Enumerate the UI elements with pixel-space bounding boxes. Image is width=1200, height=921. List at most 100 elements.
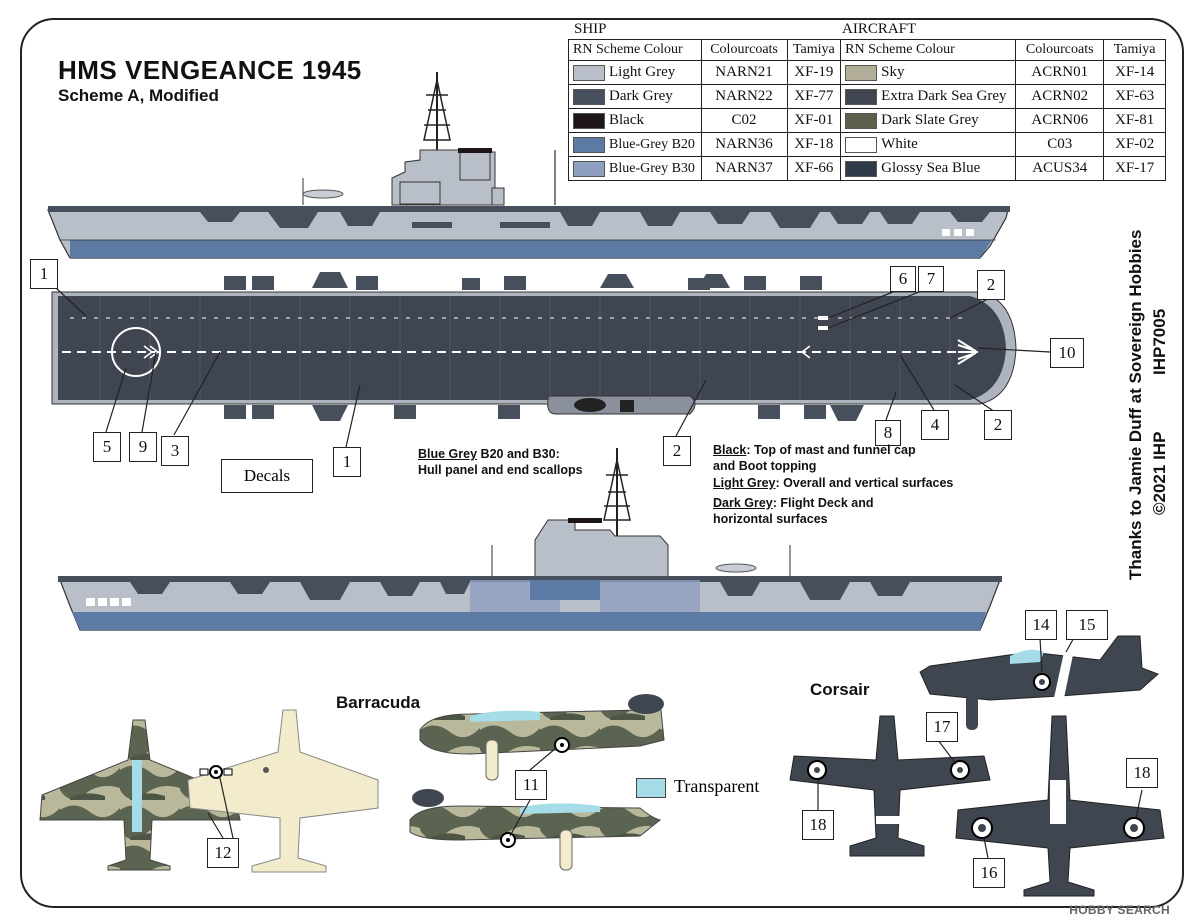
callout-2: 2 xyxy=(977,270,1005,300)
col-tamiya-ship: Tamiya xyxy=(786,39,842,61)
tamiya-code: XF-63 xyxy=(1103,84,1166,109)
colourcoats-code: NARN21 xyxy=(700,60,788,85)
colour-swatch xyxy=(573,88,605,105)
transparent-legend: Transparent xyxy=(636,776,759,798)
callout-7: 7 xyxy=(918,266,944,292)
callout-1b: 1 xyxy=(333,447,361,477)
tamiya-code: XF-66 xyxy=(786,156,842,181)
leader-lines xyxy=(55,287,1143,859)
callout-1: 1 xyxy=(30,259,58,289)
corsair-top-view-left xyxy=(789,715,991,857)
callout-18: 18 xyxy=(802,810,834,840)
note-dark-grey-title: Dark Grey xyxy=(713,496,773,510)
page-title: HMS VENGEANCE 1945 xyxy=(58,55,362,85)
colour-swatch xyxy=(845,136,878,153)
colour-name: Blue-Grey B30 xyxy=(609,161,695,176)
ship-profile-starboard xyxy=(47,72,1010,259)
decals-label: Decals xyxy=(221,459,313,493)
callout-16: 16 xyxy=(973,858,1005,888)
callout-6: 6 xyxy=(890,266,916,292)
paint-row: Blue-Grey B30 NARN37 XF-66 Glossy Sea Bl… xyxy=(568,156,1166,181)
note-light-grey: Light Grey: Overall and vertical surface… xyxy=(713,475,953,491)
note-black: Black: Top of mast and funnel cap and Bo… xyxy=(713,442,916,474)
paint-table: RN Scheme Colour Colourcoats Tamiya RN S… xyxy=(568,39,1166,181)
colour-name: White xyxy=(881,136,918,152)
colour-swatch xyxy=(845,112,878,129)
corsair-label: Corsair xyxy=(810,680,870,699)
note-black-text2: and Boot topping xyxy=(713,459,817,473)
note-blue-grey: Blue Grey B20 and B30: Hull panel and en… xyxy=(418,446,583,478)
credit-thanks: Thanks to Jamie Duff at Sovereign Hobbie… xyxy=(1126,229,1145,580)
barracuda-side-view-upper xyxy=(419,694,665,781)
colourcoats-code: NARN22 xyxy=(700,84,788,109)
note-light-grey-text: : Overall and vertical surfaces xyxy=(775,476,954,490)
note-blue-grey-text: B20 and B30: xyxy=(477,447,560,461)
note-blue-grey-text2: Hull panel and end scallops xyxy=(418,463,583,477)
colour-name: Dark Slate Grey xyxy=(881,112,979,128)
callout-14: 14 xyxy=(1025,610,1057,640)
barracuda-side-view-lower xyxy=(409,789,662,871)
paint-row: Black C02 XF-01 Dark Slate Grey ACRN06 X… xyxy=(568,108,1166,133)
colour-name: Extra Dark Sea Grey xyxy=(881,88,1007,104)
colourcoats-code: ACRN02 xyxy=(1015,84,1105,109)
tamiya-code: XF-17 xyxy=(1103,156,1166,181)
note-dark-grey-text: : Flight Deck and xyxy=(772,496,874,510)
watermark: HOBBY SEARCH xyxy=(1069,903,1170,917)
colourcoats-code: NARN37 xyxy=(700,156,788,181)
tamiya-code: XF-01 xyxy=(786,108,842,133)
barracuda-underside-view xyxy=(187,709,379,873)
colourcoats-code: C03 xyxy=(1015,132,1105,157)
colourcoats-code: C02 xyxy=(700,108,788,133)
credit-product-code: IHP7005 xyxy=(1150,308,1169,375)
callout-15: 15 xyxy=(1066,610,1108,640)
colourcoats-code: ACRN06 xyxy=(1015,108,1105,133)
corsair-top-view-right xyxy=(955,715,1165,897)
page-subtitle: Scheme A, Modified xyxy=(58,86,219,105)
transparent-label: Transparent xyxy=(674,776,760,796)
callout-3: 3 xyxy=(161,436,189,466)
barracuda-label: Barracuda xyxy=(336,693,421,712)
colour-name: Dark Grey xyxy=(609,88,673,104)
callout-10: 10 xyxy=(1050,338,1084,368)
note-blue-grey-title: Blue Grey xyxy=(418,447,478,461)
tamiya-code: XF-14 xyxy=(1103,60,1166,85)
colour-swatch xyxy=(845,64,878,81)
ship-flight-deck-plan xyxy=(51,272,1017,421)
colour-swatch xyxy=(573,160,605,177)
note-dark-grey-text2: horizontal surfaces xyxy=(713,512,828,526)
callout-9: 9 xyxy=(129,432,157,462)
sheet-border xyxy=(20,18,1184,908)
colour-swatch xyxy=(573,112,605,129)
transparent-swatch xyxy=(636,777,666,798)
callout-2b: 2 xyxy=(663,436,691,466)
callout-4: 4 xyxy=(921,410,949,440)
colour-name: Sky xyxy=(881,64,905,80)
colour-swatch xyxy=(573,136,605,153)
corsair-side-view xyxy=(919,635,1159,730)
tamiya-code: XF-18 xyxy=(786,132,842,157)
note-dark-grey: Dark Grey: Flight Deck and horizontal su… xyxy=(713,495,873,527)
aircraft-header: AIRCRAFT xyxy=(842,21,917,37)
colourcoats-code: ACUS34 xyxy=(1015,156,1105,181)
callout-8: 8 xyxy=(875,420,901,446)
note-light-grey-title: Light Grey xyxy=(713,476,776,490)
paint-table-header-row: RN Scheme Colour Colourcoats Tamiya RN S… xyxy=(568,39,1166,61)
callout-11: 11 xyxy=(515,770,547,800)
colour-name: Light Grey xyxy=(609,64,676,80)
colour-name: Blue-Grey B20 xyxy=(609,137,695,152)
colour-name: Glossy Sea Blue xyxy=(881,160,981,176)
tamiya-code: XF-19 xyxy=(786,60,842,85)
callout-12: 12 xyxy=(207,838,239,868)
callout-2c: 2 xyxy=(984,410,1012,440)
paint-row: Light Grey NARN21 XF-19 Sky ACRN01 XF-14 xyxy=(568,60,1166,85)
paint-row: Dark Grey NARN22 XF-77 Extra Dark Sea Gr… xyxy=(568,84,1166,109)
colour-swatch xyxy=(845,88,878,105)
ship-profile-port xyxy=(58,448,1002,631)
credit-copyright: ©2021 IHP xyxy=(1150,431,1169,515)
callout-18b: 18 xyxy=(1126,758,1158,788)
callout-5: 5 xyxy=(93,432,121,462)
tamiya-code: XF-02 xyxy=(1103,132,1166,157)
colour-name: Black xyxy=(609,112,644,128)
